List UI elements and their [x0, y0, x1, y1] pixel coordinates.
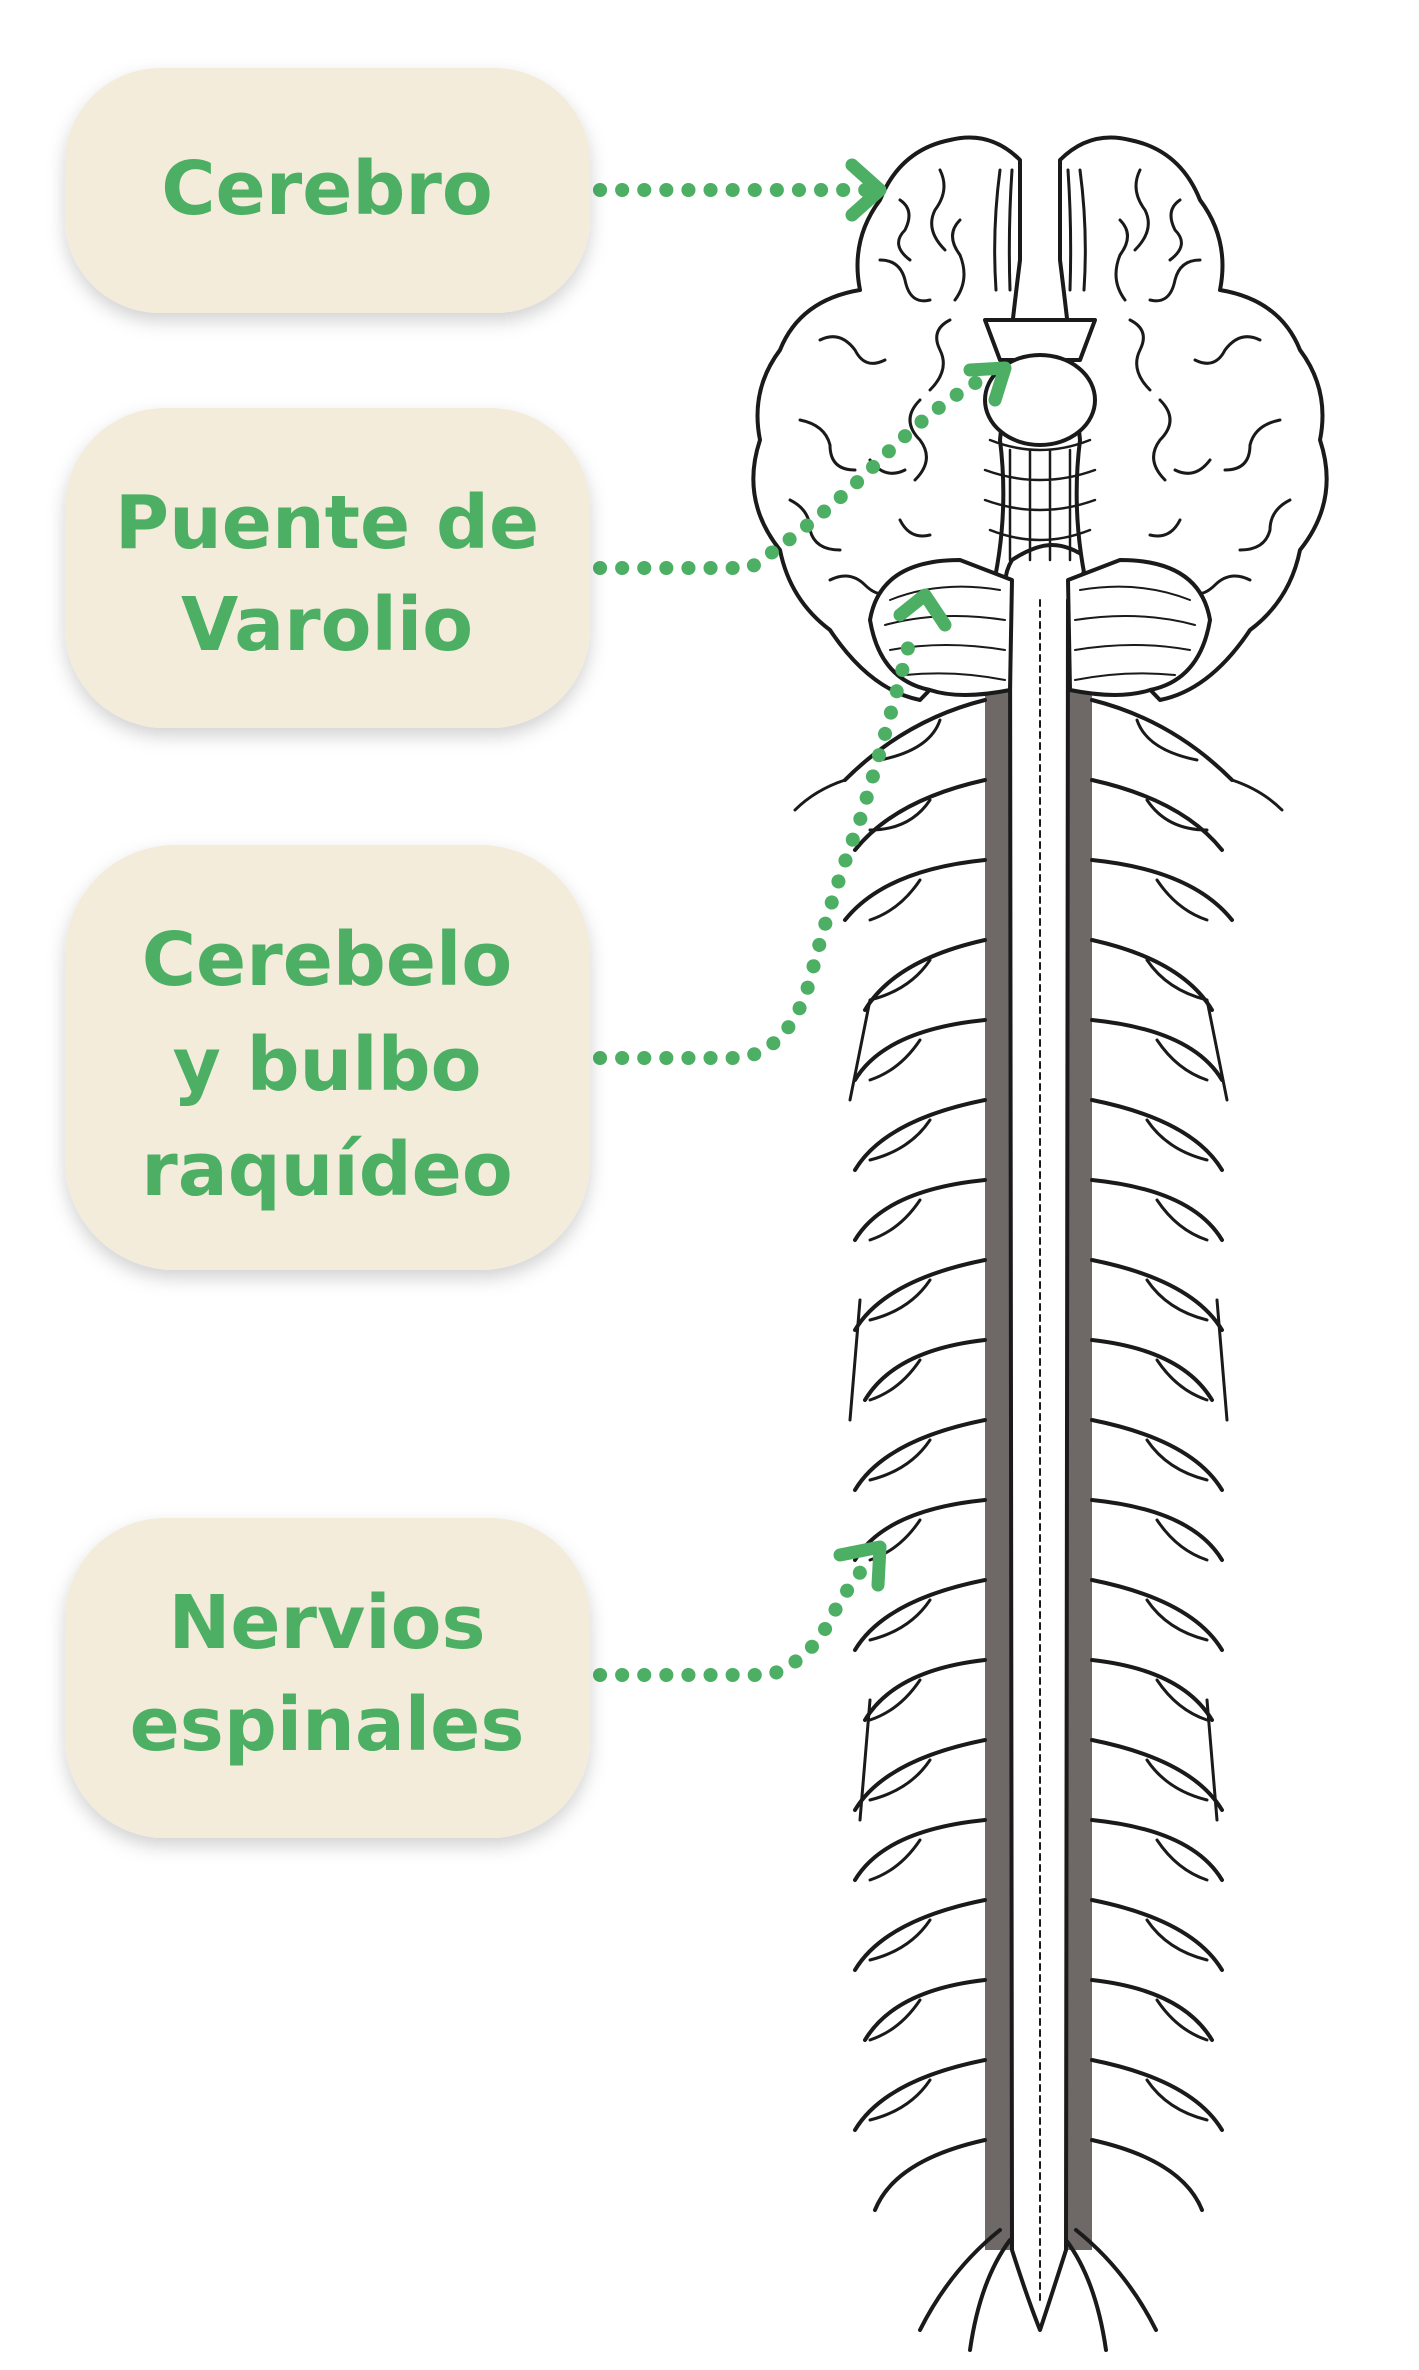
- connectors: [593, 183, 997, 1682]
- cord-shade-left: [985, 690, 1011, 2250]
- label-puente-line-1: Puente de: [115, 480, 539, 566]
- label-cerebelo-line-2: y bulbo: [173, 1022, 482, 1108]
- spinal-nerves-right-branches: [1135, 718, 1284, 2122]
- spinal-nerves-right: [1064, 698, 1234, 2352]
- label-cerebelo-line-3: raquídeo: [141, 1127, 512, 1213]
- label-box-bg: [65, 845, 590, 1270]
- label-puente-line-2: Varolio: [181, 582, 473, 668]
- arrowhead-nervios: [833, 1540, 887, 1592]
- label-cerebro-line-1: Cerebro: [161, 146, 492, 232]
- arrowheads: [833, 158, 1012, 1592]
- label-nervios-line-2: espinales: [130, 1682, 525, 1768]
- spinal-nerves-left-branches: [793, 718, 942, 2122]
- olfactory-tracts: [993, 168, 1087, 292]
- optic-chiasm: [983, 318, 1097, 362]
- cord-shade-right: [1066, 690, 1092, 2250]
- label-box-cerebro: Cerebro: [65, 68, 590, 313]
- brainstem-lines: [983, 438, 1097, 562]
- label-box-puente: Puente de Varolio: [65, 408, 590, 728]
- label-cerebelo-line-1: Cerebelo: [142, 917, 513, 1003]
- label-nervios-line-1: Nervios: [168, 1580, 485, 1666]
- arrowhead-puente: [963, 361, 1012, 407]
- label-box-cerebelo: Cerebelo y bulbo raquídeo: [65, 845, 590, 1270]
- spinal-cord-outline: [1003, 543, 1092, 2332]
- spinal-nerves-left: [843, 698, 1012, 2352]
- connector-nervios: [593, 1553, 877, 1682]
- cerebellum: [868, 558, 1212, 697]
- label-box-bg: [65, 408, 590, 728]
- pons-region: [983, 353, 1097, 447]
- arrowhead-cerebro: [845, 158, 887, 222]
- arrowhead-cerebelo: [893, 588, 952, 632]
- anatomy-illustration: [751, 135, 1329, 2352]
- connector-puente: [593, 368, 997, 575]
- connector-cerebelo: [593, 633, 917, 1065]
- label-box-bg: [65, 68, 590, 313]
- label-box-bg: [65, 1518, 590, 1838]
- label-box-nervios: Nervios espinales: [65, 1518, 590, 1838]
